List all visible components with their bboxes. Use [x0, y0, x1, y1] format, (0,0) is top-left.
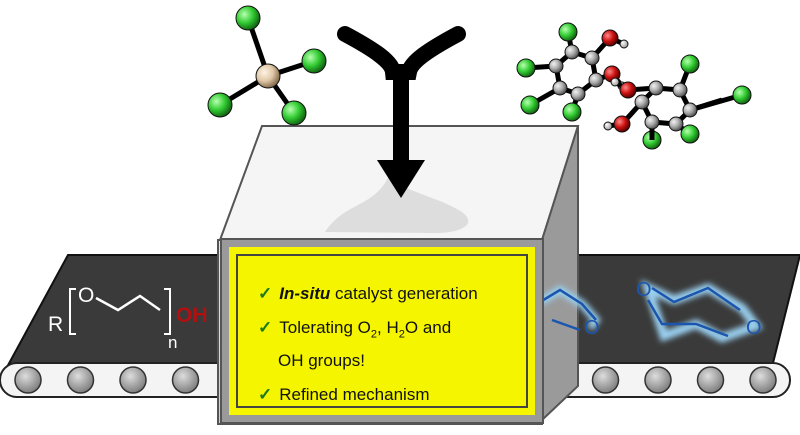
tetrachlorocatechol-molecule-2: [603, 54, 752, 150]
polymer-r-label: R: [48, 313, 63, 336]
belt-roller: [696, 366, 725, 394]
feature-item-insitu: ✓In-situ catalyst generation: [258, 284, 478, 303]
polymer-oh-label: OH: [176, 304, 208, 327]
belt-roller: [591, 366, 620, 394]
dioxane-product-1: O: [537, 285, 602, 339]
tetrachlorocatechol-molecule-1: [516, 22, 629, 122]
trichloroborane-molecule: [207, 5, 327, 126]
check-icon: ✓: [258, 318, 273, 337]
polymer-oxygen-label: O: [78, 284, 94, 307]
belt-roller: [749, 366, 777, 394]
check-icon: ✓: [258, 284, 273, 303]
dioxane-2-o-top-label: O: [636, 279, 652, 301]
dioxane-product-2: O O: [636, 279, 764, 343]
check-icon: ✓: [258, 385, 273, 404]
polymer-n-label: n: [168, 333, 177, 352]
features-box: ✓In-situ catalyst generation ✓Tolerating…: [220, 238, 544, 424]
feature-item-tolerating: ✓Tolerating O2, H2O and: [258, 318, 452, 341]
belt-roller: [66, 366, 95, 394]
polymer-structure: R O n OH: [48, 284, 208, 352]
belt-roller: [14, 366, 42, 394]
down-arrow: [337, 26, 466, 198]
features-box-inner: ✓In-situ catalyst generation ✓Tolerating…: [236, 254, 528, 408]
dioxane-2-o-bottom-label: O: [746, 317, 762, 339]
belt-roller: [171, 366, 200, 394]
belt-roller: [644, 366, 672, 394]
dioxane-1-o-label: O: [584, 317, 600, 339]
belt-roller: [119, 366, 147, 394]
feature-item-oh-groups: OH groups!: [278, 351, 365, 370]
feature-item-mechanism: ✓Refined mechanism: [258, 385, 430, 404]
